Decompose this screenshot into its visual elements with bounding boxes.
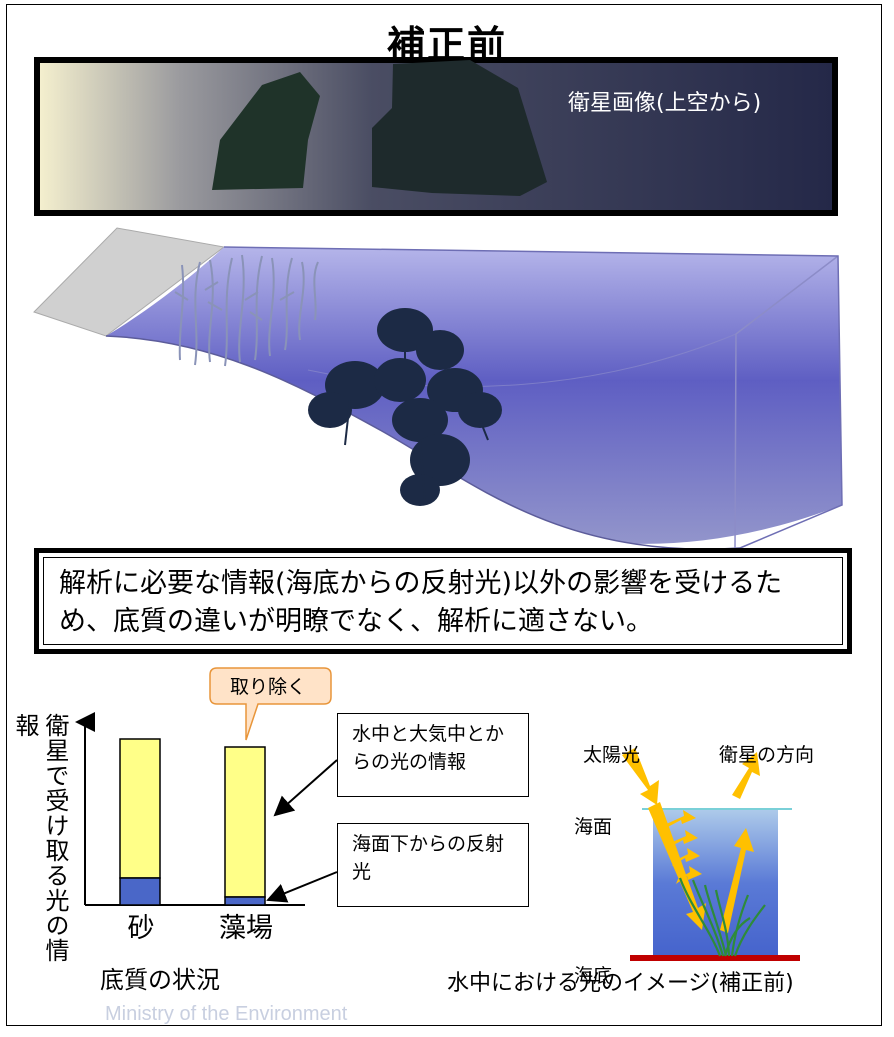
sea-surface-label: 海面 [574, 816, 613, 838]
sunlight-label: 太陽光 [583, 744, 641, 766]
seagrass-strands [174, 254, 319, 367]
bar-seagrass [224, 746, 266, 906]
satellite-arrow [732, 752, 760, 799]
dark-patch-left [212, 72, 320, 190]
sea-floor-label: 海底 [574, 965, 613, 987]
legend-water-air-box: 水中と大気中とからの光の情報 [337, 713, 529, 797]
light-diagram [622, 748, 800, 961]
light-arrows [622, 748, 760, 933]
scatter-arrow [668, 830, 698, 848]
statement-box: 解析に必要な情報(海底からの反射光)以外の影響を受けるため、底質の違いが明瞭でな… [34, 548, 852, 654]
scene-illustration [33, 57, 843, 560]
watermark-text: Ministry of the Environment [105, 1003, 348, 1025]
downward-ray [648, 802, 706, 930]
scatter-arrow [676, 866, 702, 884]
remove-callout-label: 取り除く [229, 676, 306, 698]
seagrass-tuft [678, 877, 766, 957]
satellite-image [34, 57, 838, 216]
category-label-seagrass: 藻場 [219, 913, 273, 944]
seaweed-stems [344, 340, 489, 501]
satellite-image-caption: 衛星画像(上空から) [568, 91, 762, 116]
scatter-arrow [672, 848, 700, 866]
x-axis-label: 底質の状況 [100, 966, 220, 994]
satellite-direction-label: 衛星の方向 [719, 744, 815, 766]
remove-callout-bubble [209, 667, 332, 741]
statement-text: 解析に必要な情報(海底からの反射光)以外の影響を受けるため、底質の違いが明瞭でな… [59, 568, 783, 637]
reflected-ray [720, 828, 754, 933]
category-label-sand: 砂 [127, 913, 155, 944]
pointer-water-air [273, 759, 338, 817]
bar-sand [119, 738, 161, 906]
y-axis-label: 衛星で受け取る光の情報 [11, 713, 69, 963]
figure-frame [6, 4, 882, 1026]
statement-inner-border [43, 557, 843, 645]
light-diagram-caption: 水中における光のイメージ(補正前) [447, 971, 794, 996]
scatter-arrow [662, 810, 696, 830]
sunlight-arrow [622, 748, 659, 805]
seabed-scene [33, 227, 843, 560]
bar-chart [75, 667, 338, 906]
pointer-reflect [266, 871, 338, 903]
seaweed-clusters [308, 308, 502, 506]
legend-reflect-box: 海面下からの反射光 [337, 823, 529, 907]
dark-patch-right [372, 60, 547, 196]
